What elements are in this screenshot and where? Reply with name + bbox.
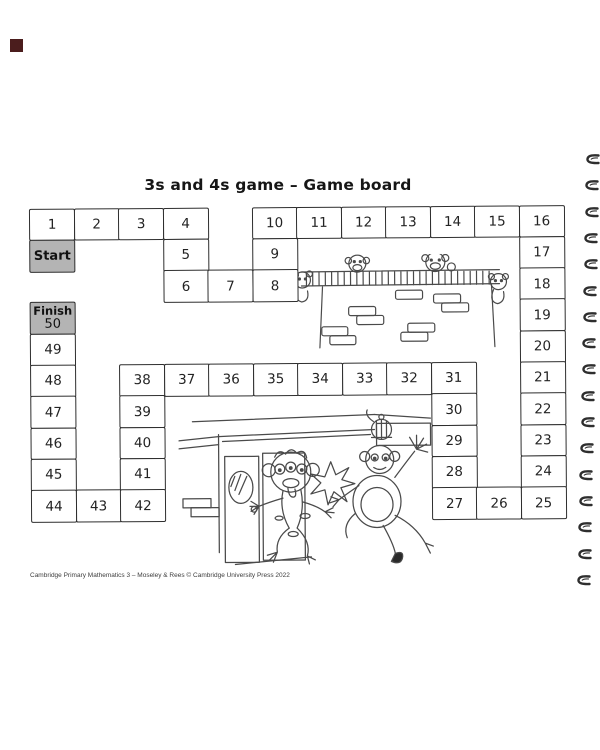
board-cell-26: 26 [475,486,523,520]
board-cell-44: 44 [30,489,78,523]
page-title: 3s and 4s game – Game board [144,176,412,194]
binding-ring-icon [580,439,594,458]
board-cell-20: 20 [519,329,566,364]
binding-ring-icon [586,150,600,169]
board-cell-48: 48 [30,364,77,398]
board-cell-28: 28 [431,455,478,489]
binding-ring-icon [582,334,596,353]
board-cell-45: 45 [30,458,78,492]
board-cell-2: 2 [73,207,120,241]
board-cell-39: 39 [119,395,166,429]
board-cell-31: 31 [430,361,477,395]
binding-ring-icon [581,360,596,379]
board-cell-19: 19 [519,298,566,332]
binding-ring-icon [585,176,600,195]
board-cell-32: 32 [386,362,433,396]
board-cell-40: 40 [119,426,166,460]
binding-ring-icon [580,413,595,432]
board-cell-29: 29 [430,424,478,458]
board-cell-49: 49 [29,333,77,367]
binding-ring-icon [583,282,597,301]
registration-mark [10,39,23,52]
finish-number: 50 [44,316,62,332]
board-cell-41: 41 [119,457,167,492]
board-cell-30: 30 [430,393,478,427]
board-cell-22: 22 [519,392,567,426]
board-cell-25: 25 [520,486,567,520]
monkeys-doorway-illustration [178,409,434,566]
board-cell-37: 37 [163,363,210,397]
board-cell-16: 16 [518,204,565,238]
ladder-rungs [305,270,490,287]
board-cell-35: 35 [252,363,299,397]
board-cell-10: 10 [251,206,298,240]
board-cell-3: 3 [117,207,165,241]
board-cell-42: 42 [119,489,167,523]
board-cell-15: 15 [473,204,521,239]
board-cell-38: 38 [119,363,166,398]
binding-ring-icon [584,229,599,248]
board-cell-9: 9 [251,237,298,272]
board-cell-46: 46 [30,427,77,461]
binding-ring-icon [578,518,592,537]
board-cell-21: 21 [519,361,566,395]
binding-ring-icon [579,466,594,485]
board-cell-14: 14 [429,205,476,239]
board-cell-33: 33 [341,362,388,396]
copyright-footer: Cambridge Primary Mathematics 3 – Mosele… [30,572,290,579]
board-cell-8: 8 [251,269,299,303]
binding-ring-icon [585,203,599,222]
board-cell-24: 24 [520,455,567,489]
board-cell-36: 36 [208,363,255,397]
binding-ring-icon [584,255,598,274]
binding-ring-icon [579,492,593,511]
board-cell-34: 34 [297,362,344,396]
board-cell-23: 23 [519,423,567,457]
board-cell-27: 27 [431,486,478,521]
board-cell-17: 17 [518,235,565,270]
binding-ring-icon [578,545,592,564]
start-cell: Start [29,239,76,273]
board-cell-13: 13 [384,205,432,239]
board-cell-43: 43 [75,489,122,523]
binding-ring-icon [581,387,595,406]
board-cell-18: 18 [518,267,566,301]
board-cell-7: 7 [207,269,254,303]
board-cell-12: 12 [340,205,387,240]
binding-ring-icon [582,308,597,327]
board-cell-4: 4 [162,207,209,241]
binding-ring-icon [577,571,591,590]
board-cell-1: 1 [28,208,76,242]
monkeys-ladder-wall-illustration [291,253,510,349]
board-cell-6: 6 [162,269,210,303]
board-cell-5: 5 [162,238,209,272]
board-cell-47: 47 [30,395,77,430]
board-cell-11: 11 [295,206,343,240]
